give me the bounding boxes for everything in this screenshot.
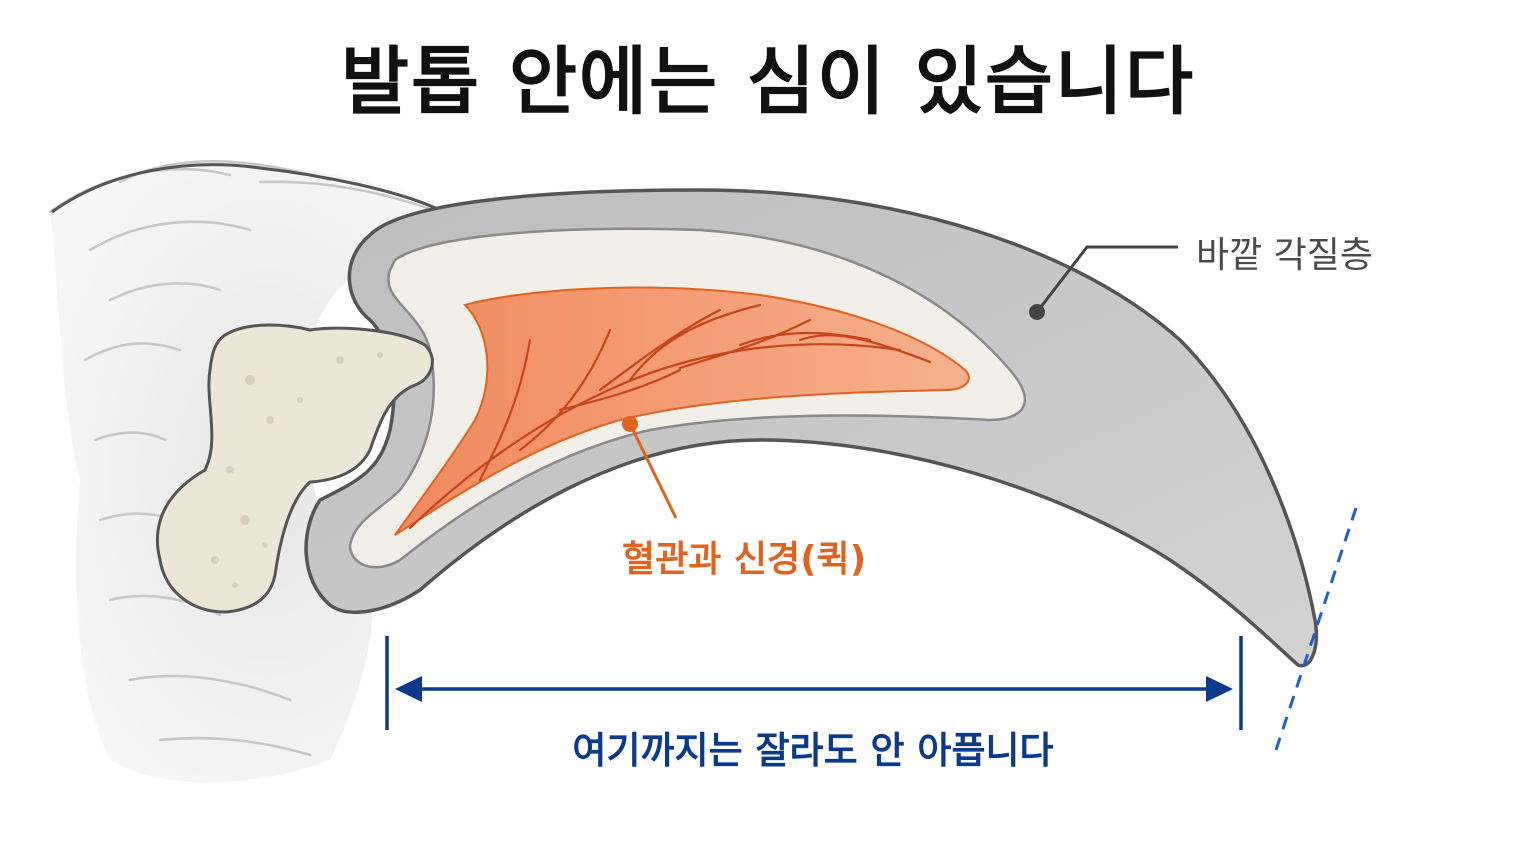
blood-vessels — [408, 303, 932, 530]
quick-region — [394, 286, 970, 536]
quick-label: 혈관과 신경(퀵) — [622, 539, 867, 580]
outer-keratin-label: 바깥 각질층 — [1196, 235, 1374, 276]
safe-zone-label: 여기까지는 잘라도 안 아픕니다 — [572, 729, 1054, 772]
bone-texture — [211, 352, 383, 588]
safe-cut-range-arrow — [385, 636, 1243, 730]
outer-keratin-pointer — [1029, 245, 1178, 320]
bone — [155, 323, 434, 614]
page-title: 발톱 안에는 심이 있습니다 — [340, 39, 1196, 125]
quick-pointer — [622, 416, 678, 519]
